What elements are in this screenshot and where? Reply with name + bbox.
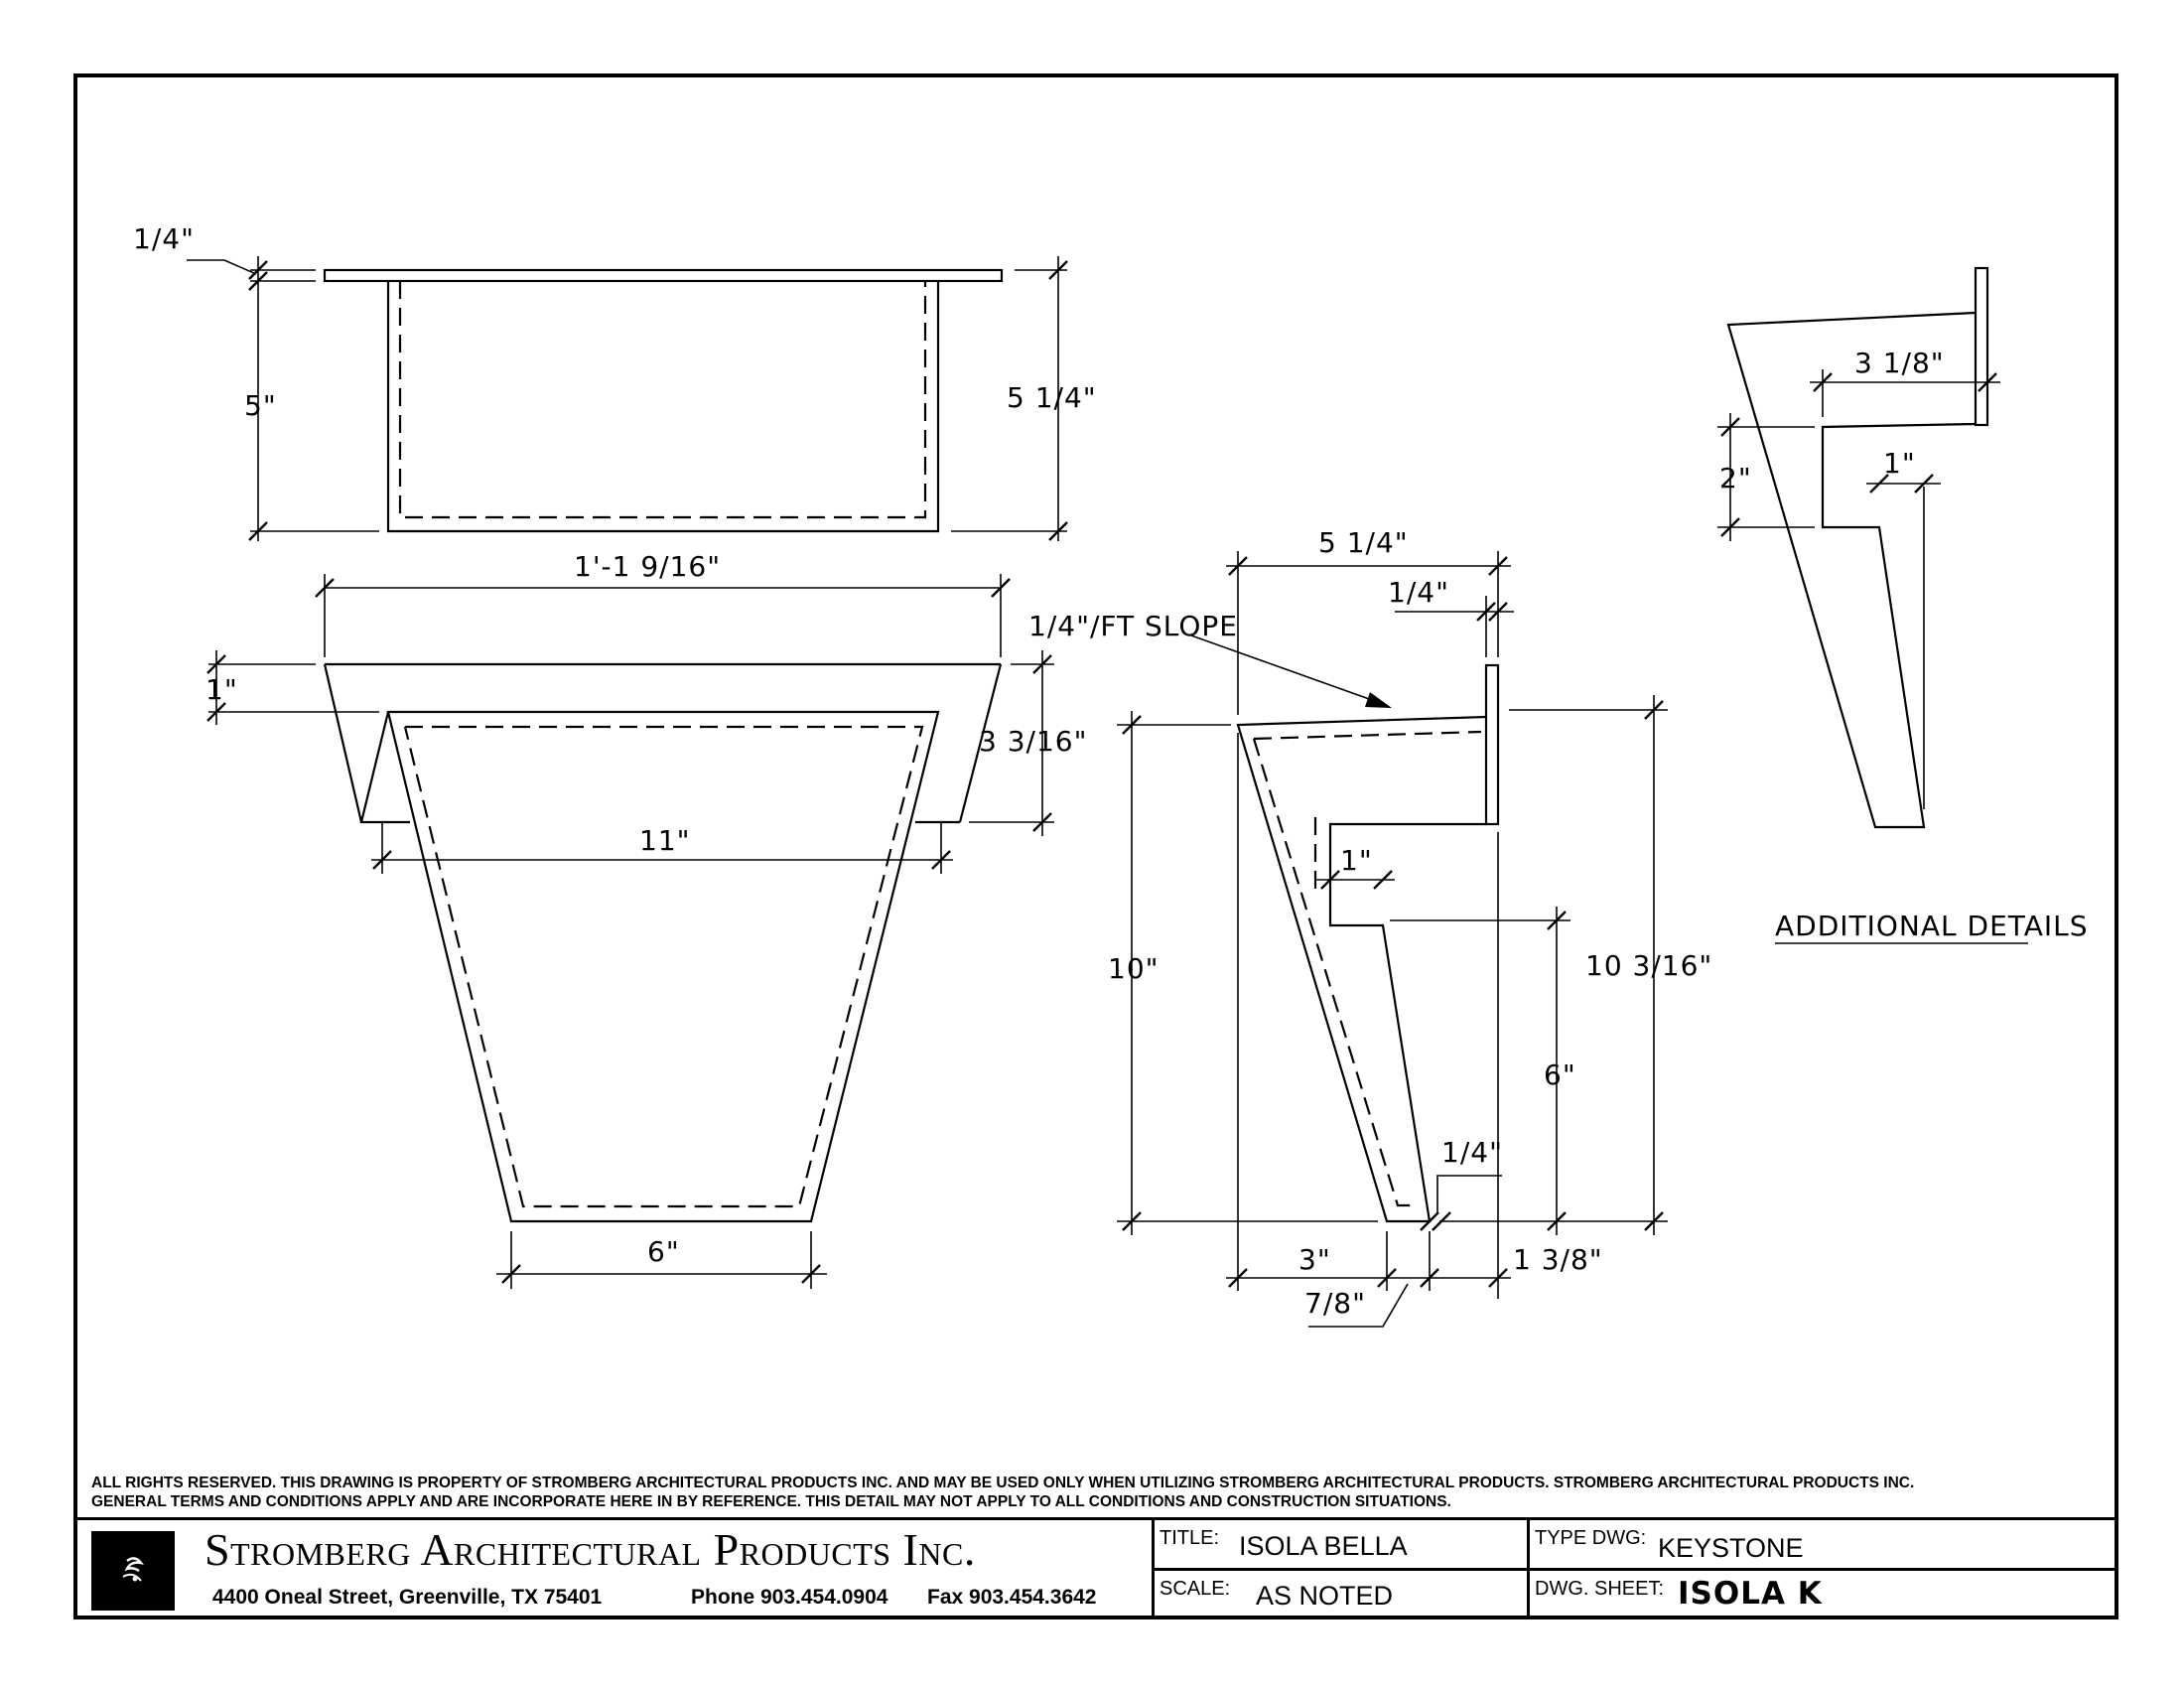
sheet-value: ISOLA K [1678, 1576, 1823, 1612]
title-block-col-divider [1527, 1517, 1530, 1619]
scale-label: SCALE: [1160, 1578, 1231, 1600]
dim-inner-width: 11" [639, 824, 691, 857]
title-block-col-divider [1152, 1517, 1155, 1619]
scale-value: AS NOTED [1256, 1581, 1394, 1611]
company-address: 4400 Oneal Street, Greenville, TX 75401 [212, 1586, 603, 1609]
dim-side-notch: 1" [1340, 844, 1373, 877]
dim-depth-inner: 5" [244, 389, 277, 422]
company-phone: Phone 903.454.0904 [691, 1586, 888, 1609]
disclaimer: ALL RIGHTS RESERVED. THIS DRAWING IS PRO… [91, 1474, 2097, 1511]
dim-detail-top: 3 1/8" [1854, 347, 1945, 379]
dim-side-drop: 3 3/16" [979, 725, 1087, 758]
disclaimer-line-1: ALL RIGHTS RESERVED. THIS DRAWING IS PRO… [91, 1475, 1915, 1491]
front-top-view: 1/4" 5" 5 1/4" [133, 222, 1097, 542]
disclaimer-line-2: GENERAL TERMS AND CONDITIONS APPLY AND A… [91, 1493, 1451, 1510]
type-value: KEYSTONE [1658, 1533, 1804, 1563]
sheet-label: DWG. SHEET: [1535, 1578, 1665, 1600]
type-label: TYPE DWG: [1535, 1527, 1647, 1549]
dim-detail-side: 2" [1719, 462, 1752, 494]
dim-side-bottom-back: 1 3/8" [1513, 1243, 1603, 1276]
dim-side-height-front: 10" [1108, 952, 1160, 985]
title-block-row-divider [1152, 1568, 2118, 1571]
title-value: ISOLA BELLA [1239, 1531, 1408, 1561]
dim-top-width: 1'-1 9/16" [574, 550, 721, 583]
dim-depth-overall: 5 1/4" [1007, 381, 1097, 414]
dim-side-height-back: 10 3/16" [1585, 949, 1712, 982]
dim-bottom-width: 6" [647, 1235, 680, 1268]
dim-side-bottom-leg: 7/8" [1304, 1287, 1366, 1320]
dim-side-flange: 1/4" [1388, 576, 1449, 609]
front-main-view: 1'-1 9/16" 1" 3 3/16" 11" 6" [205, 550, 1087, 1289]
additional-details-label: ADDITIONAL DETAILS [1775, 910, 2089, 942]
dim-side-leg-height: 6" [1544, 1058, 1576, 1091]
side-view: 1/4"/FT SLOPE 5 1/4" 1/4" 10" 10 3/16" 1… [1028, 526, 1712, 1328]
dim-side-bottom-gap: 1/4" [1441, 1136, 1503, 1169]
title-block-divider [73, 1517, 2118, 1520]
title-label: TITLE: [1160, 1527, 1220, 1549]
dim-detail-notch: 1" [1883, 447, 1916, 480]
company-name: Stromberg Architectural Products Inc. [205, 1524, 976, 1575]
company-fax: Fax 903.454.3642 [927, 1586, 1097, 1609]
additional-detail: 3 1/8" 2" 1" ADDITIONAL DETAILS [1717, 266, 2089, 944]
dim-flange-thickness: 1/4" [133, 222, 195, 255]
company-logo [91, 1531, 175, 1611]
dim-side-bottom-front: 3" [1298, 1243, 1331, 1276]
dim-slope-note: 1/4"/FT SLOPE [1028, 610, 1238, 642]
dim-flange: 1" [205, 673, 238, 706]
sheet-border [73, 73, 2118, 1619]
dim-side-top-depth: 5 1/4" [1318, 526, 1409, 559]
